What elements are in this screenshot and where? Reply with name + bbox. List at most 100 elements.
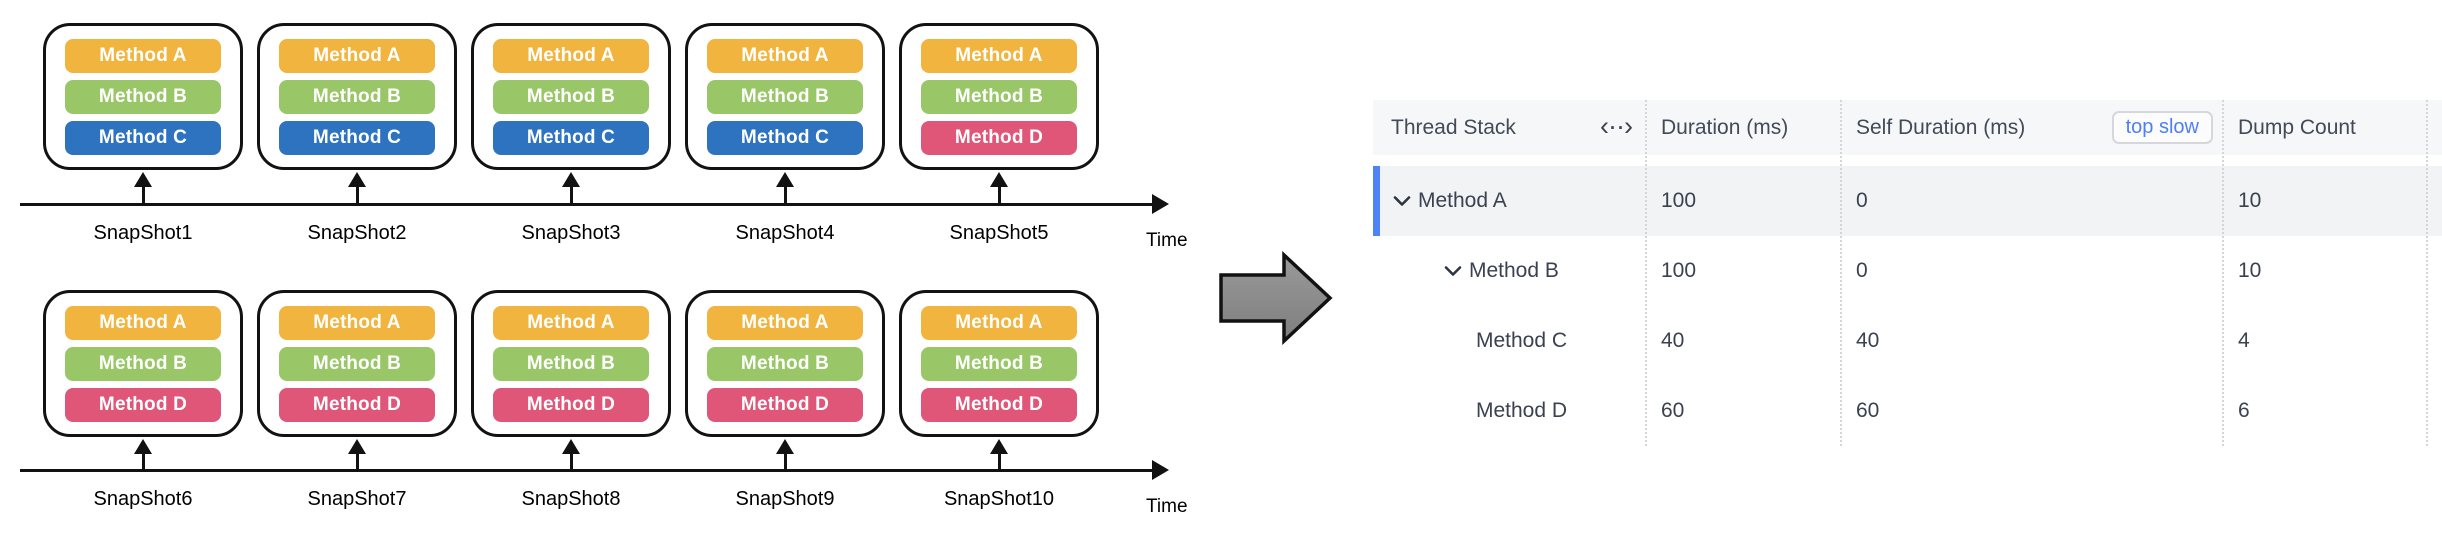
snapshot-arrow-line bbox=[997, 451, 1001, 472]
method-pill: Method A bbox=[707, 38, 863, 73]
timeline-axis bbox=[20, 469, 1152, 472]
chevron-down-icon[interactable] bbox=[1444, 265, 1462, 277]
snapshot-box: Method A Method B Method D bbox=[685, 290, 885, 437]
snapshot-label: SnapShot9 bbox=[735, 488, 835, 510]
column-resize-icon[interactable]: ‹··› bbox=[1600, 110, 1633, 141]
timeline-arrowhead-icon bbox=[1152, 194, 1169, 214]
column-divider[interactable] bbox=[1840, 100, 1842, 446]
timeline-axis bbox=[20, 203, 1152, 206]
method-pill: Method C bbox=[279, 120, 435, 155]
snapshot-label: SnapShot8 bbox=[521, 488, 621, 510]
method-name-label: Method D bbox=[1476, 399, 1568, 422]
method-pill: Method B bbox=[921, 79, 1077, 114]
method-pill: Method C bbox=[707, 120, 863, 155]
top-slow-button[interactable]: top slow bbox=[2111, 111, 2213, 144]
method-pill: Method D bbox=[279, 387, 435, 422]
method-pill: Method A bbox=[921, 305, 1077, 340]
snapshot-arrow-line bbox=[783, 184, 787, 206]
duration-cell: 100 bbox=[1661, 259, 1697, 282]
snapshot-arrowhead-icon bbox=[562, 439, 580, 454]
table-row[interactable]: Method C 40 40 4 bbox=[1373, 306, 2442, 376]
method-pill: Method B bbox=[279, 346, 435, 381]
duration-cell: 40 bbox=[1661, 329, 1685, 352]
snapshot-box: Method A Method B Method D bbox=[899, 23, 1099, 170]
column-header-duration: Duration (ms) bbox=[1661, 115, 1789, 139]
method-pill: Method D bbox=[707, 387, 863, 422]
method-name-label: Method A bbox=[1418, 189, 1507, 212]
duration-cell: 60 bbox=[1661, 399, 1685, 422]
snapshot-label: SnapShot3 bbox=[521, 222, 621, 244]
selected-row-accent-bar bbox=[1373, 166, 1380, 236]
snapshot-arrowhead-icon bbox=[776, 172, 794, 187]
self-duration-cell: 40 bbox=[1856, 329, 1880, 352]
method-pill: Method B bbox=[921, 346, 1077, 381]
method-pill: Method A bbox=[65, 305, 221, 340]
method-pill: Method B bbox=[65, 346, 221, 381]
thread-stack-header-label: Thread Stack bbox=[1391, 115, 1516, 139]
column-divider[interactable] bbox=[2426, 100, 2428, 446]
snapshot-box: Method A Method B Method D bbox=[899, 290, 1099, 437]
flow-right-arrow-icon bbox=[1219, 251, 1333, 345]
column-divider[interactable] bbox=[2222, 100, 2224, 446]
dump-count-cell: 10 bbox=[2238, 259, 2262, 282]
snapshot-label: SnapShot5 bbox=[949, 222, 1049, 244]
column-header-self-duration: Self Duration (ms) top slow bbox=[1840, 111, 2222, 144]
table-row[interactable]: Method D 60 60 6 bbox=[1373, 376, 2442, 446]
snapshot-arrow-line bbox=[141, 184, 145, 206]
self-duration-cell: 60 bbox=[1856, 399, 1880, 422]
method-pill: Method A bbox=[921, 38, 1077, 73]
snapshot-label: SnapShot7 bbox=[307, 488, 407, 510]
snapshot-box: Method A Method B Method D bbox=[257, 290, 457, 437]
snapshot-arrowhead-icon bbox=[990, 172, 1008, 187]
snapshot-arrow-line bbox=[783, 451, 787, 472]
column-divider[interactable] bbox=[1645, 100, 1647, 446]
column-header-dump-count: Dump Count bbox=[2238, 115, 2356, 139]
snapshot-arrow-line bbox=[569, 184, 573, 206]
method-pill: Method A bbox=[493, 38, 649, 73]
timeline-arrowhead-icon bbox=[1152, 460, 1169, 480]
snapshot-label: SnapShot2 bbox=[307, 222, 407, 244]
method-pill: Method A bbox=[707, 305, 863, 340]
method-pill: Method D bbox=[921, 387, 1077, 422]
snapshot-label: SnapShot10 bbox=[943, 488, 1055, 510]
time-axis-label: Time bbox=[1146, 230, 1188, 251]
column-header-thread-stack: Thread Stack ‹··› bbox=[1373, 110, 1645, 141]
method-pill: Method A bbox=[279, 305, 435, 340]
dump-count-cell: 6 bbox=[2238, 399, 2250, 422]
table-header-row: Thread Stack ‹··› Duration (ms) Self Dur… bbox=[1373, 100, 2442, 155]
snapshot-label: SnapShot1 bbox=[93, 222, 193, 244]
method-pill: Method C bbox=[65, 120, 221, 155]
self-duration-cell: 0 bbox=[1856, 259, 1868, 282]
method-name-cell: Method D bbox=[1373, 399, 1645, 423]
method-name-label: Method C bbox=[1476, 329, 1568, 352]
method-name-cell: Method C bbox=[1373, 329, 1645, 353]
method-pill: Method D bbox=[493, 387, 649, 422]
method-pill: Method B bbox=[65, 79, 221, 114]
self-duration-header-label: Self Duration (ms) bbox=[1856, 115, 2026, 139]
snapshot-box: Method A Method B Method D bbox=[471, 290, 671, 437]
snapshot-arrow-line bbox=[997, 184, 1001, 206]
method-pill: Method D bbox=[921, 120, 1077, 155]
dump-count-cell: 4 bbox=[2238, 329, 2250, 352]
table-row[interactable]: Method B 100 0 10 bbox=[1373, 236, 2442, 306]
snapshot-arrow-line bbox=[355, 451, 359, 472]
snapshot-arrowhead-icon bbox=[348, 172, 366, 187]
method-name-label: Method B bbox=[1469, 259, 1559, 282]
snapshot-arrowhead-icon bbox=[562, 172, 580, 187]
method-pill: Method B bbox=[279, 79, 435, 114]
snapshot-label: SnapShot6 bbox=[93, 488, 193, 510]
chevron-down-icon[interactable] bbox=[1393, 195, 1411, 207]
method-pill: Method B bbox=[493, 346, 649, 381]
method-pill: Method B bbox=[707, 346, 863, 381]
method-pill: Method A bbox=[493, 305, 649, 340]
self-duration-cell: 0 bbox=[1856, 189, 1868, 212]
snapshot-arrowhead-icon bbox=[134, 439, 152, 454]
snapshot-arrow-line bbox=[141, 451, 145, 472]
time-axis-label: Time bbox=[1146, 496, 1188, 517]
